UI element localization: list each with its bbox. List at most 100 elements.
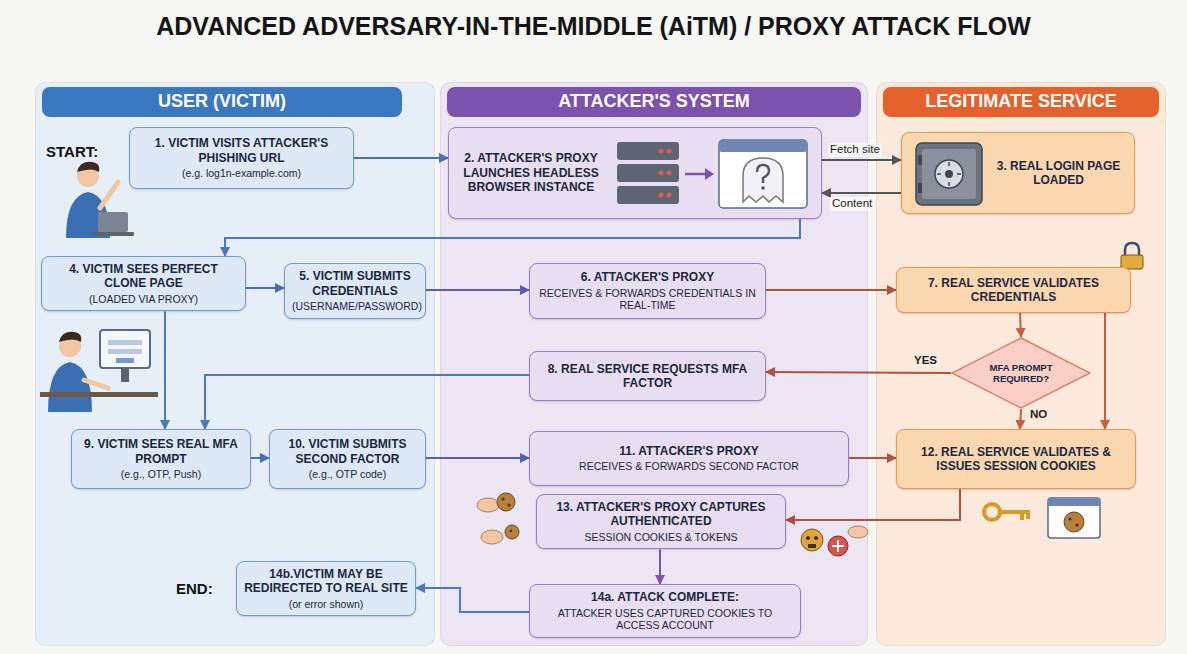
skull-hand-icons bbox=[814, 536, 818, 540]
flow-arrow bbox=[1104, 313, 1106, 429]
padlock-icon bbox=[1121, 243, 1143, 269]
user-desk-figure bbox=[84, 380, 108, 388]
session-key-cookie bbox=[1069, 518, 1072, 521]
server-browser-icon bbox=[719, 140, 807, 152]
skull-hand-icons bbox=[828, 536, 848, 556]
process-box: 14a. ATTACK COMPLETE:ATTACKER USES CAPTU… bbox=[529, 584, 801, 638]
process-box: 8. REAL SERVICE REQUESTS MFA FACTOR bbox=[529, 351, 766, 401]
server-browser-icon bbox=[757, 165, 769, 183]
flow-arrow bbox=[822, 192, 901, 194]
box-heading: 9. VICTIM SEES REAL MFA PROMPT bbox=[79, 437, 243, 466]
user-laptop-figure bbox=[66, 162, 134, 238]
flow-arrow bbox=[849, 457, 896, 459]
user-desk-figure bbox=[108, 349, 142, 354]
swimlane: ATTACKER'S SYSTEM2. ATTACKER'S PROXY LAU… bbox=[440, 82, 868, 646]
session-key-cookie bbox=[1000, 512, 1030, 520]
flow-arrow bbox=[659, 549, 661, 584]
box-heading: 4. VICTIM SEES PERFECT CLONE PAGE bbox=[49, 262, 238, 291]
skull-hand-icons bbox=[848, 526, 868, 538]
box-subtext: (e.g., OTP code) bbox=[277, 468, 418, 481]
server-browser-icon bbox=[667, 193, 672, 198]
box-heading: 5. VICTIM SUBMITS CREDENTIALS bbox=[292, 269, 418, 298]
safe-icon bbox=[945, 170, 953, 178]
process-box: 14b.VICTIM MAY BE REDIRECTED TO REAL SIT… bbox=[236, 561, 416, 616]
decision-diamond: MFA PROMPT REQUIRED? bbox=[951, 337, 1091, 409]
user-desk-figure bbox=[59, 332, 81, 342]
box-heading: MFA PROMPT REQUIRED? bbox=[984, 362, 1058, 385]
server-browser-icon bbox=[659, 149, 664, 154]
flow-arrow bbox=[786, 489, 960, 520]
edge-label: Fetch site bbox=[828, 143, 882, 157]
box-subtext: (e.g. log1n-example.com) bbox=[137, 167, 346, 180]
stolen-cookie-hands bbox=[505, 525, 519, 539]
flow-arrow bbox=[251, 457, 269, 459]
process-box: 2. ATTACKER'S PROXY LAUNCHES HEADLESS BR… bbox=[448, 127, 822, 219]
process-box: 10. VICTIM SUBMITS SECOND FACTOR(e.g., O… bbox=[269, 429, 426, 489]
process-box: 3. REAL LOGIN PAGE LOADED bbox=[901, 132, 1135, 214]
user-desk-figure bbox=[48, 362, 92, 412]
safe-icon bbox=[918, 155, 922, 165]
process-box: 6. ATTACKER'S PROXY RECEIVES & FORWARDS C… bbox=[529, 263, 766, 319]
box-heading: 1. VICTIM VISITS ATTACKER'S PHISHING URL bbox=[137, 136, 346, 165]
stolen-cookie-hands bbox=[481, 530, 503, 544]
server-browser-icon bbox=[617, 142, 679, 160]
diamond-shape bbox=[952, 338, 1090, 408]
skull-hand-icons bbox=[801, 526, 868, 556]
process-box: 7. REAL SERVICE VALIDATES CREDENTIALS bbox=[896, 267, 1131, 313]
flow-arrow bbox=[1020, 409, 1021, 429]
process-box: 5. VICTIM SUBMITS CREDENTIALS(USERNAME/P… bbox=[284, 263, 426, 319]
server-browser-icon bbox=[659, 171, 664, 176]
user-laptop-figure bbox=[92, 232, 134, 236]
box-heading: 7. REAL SERVICE VALIDATES CREDENTIALS bbox=[904, 276, 1123, 305]
user-laptop-figure bbox=[98, 212, 128, 232]
session-key-cookie bbox=[1048, 498, 1100, 538]
process-box: 4. VICTIM SEES PERFECT CLONE PAGE (LOADED… bbox=[41, 256, 246, 311]
flow-arrow bbox=[354, 157, 448, 159]
flow-arrow bbox=[426, 457, 529, 459]
session-key-cookie bbox=[1048, 498, 1100, 506]
box-subtext: (LOADED VIA PROXY) bbox=[49, 293, 238, 306]
session-key-cookie bbox=[1064, 512, 1084, 532]
session-key-cookie bbox=[1076, 524, 1079, 527]
box-subtext: RECEIVES & FORWARDS CREDENTIALS IN REAL-… bbox=[537, 287, 758, 312]
skull-hand-icons bbox=[832, 540, 844, 552]
flow-arrow bbox=[416, 588, 529, 612]
box-heading: 11. ATTACKER'S PROXY bbox=[537, 444, 841, 458]
flow-arrow bbox=[205, 375, 529, 429]
safe-icon bbox=[922, 149, 976, 199]
server-browser-icon bbox=[667, 149, 672, 154]
server-browser-icon bbox=[743, 158, 783, 202]
user-desk-figure bbox=[116, 358, 134, 363]
flow-arrow bbox=[164, 311, 166, 429]
flow-arrow bbox=[225, 219, 800, 256]
process-box: 1. VICTIM VISITS ATTACKER'S PHISHING URL… bbox=[129, 127, 354, 189]
server-browser-icon bbox=[659, 193, 664, 198]
user-desk-figure bbox=[100, 330, 150, 368]
box-heading: 2. ATTACKER'S PROXY LAUNCHES HEADLESS BR… bbox=[456, 151, 606, 194]
box-subtext: RECEIVES & FORWARDS SECOND FACTOR bbox=[537, 460, 841, 473]
stolen-cookie-hands bbox=[477, 493, 519, 544]
flow-arrow bbox=[766, 289, 896, 291]
user-desk-figure bbox=[40, 392, 158, 397]
box-heading: 13. ATTACKER'S PROXY CAPTURES AUTHENTICA… bbox=[544, 500, 778, 529]
safe-icon bbox=[937, 162, 961, 186]
lane-header: LEGITIMATE SERVICE bbox=[883, 87, 1159, 117]
stolen-cookie-hands bbox=[477, 498, 499, 512]
process-box: 11. ATTACKER'S PROXY RECEIVES & FORWARDS … bbox=[529, 431, 849, 486]
safe-icon bbox=[902, 133, 1132, 215]
server-browser-icon bbox=[667, 171, 672, 176]
server-browser-icon bbox=[705, 168, 714, 180]
flow-arrow bbox=[1020, 313, 1021, 337]
safe-icon bbox=[916, 143, 982, 205]
box-subtext: (e.g., OTP, Push) bbox=[79, 468, 243, 481]
box-heading: 6. ATTACKER'S PROXY bbox=[537, 270, 758, 284]
box-heading: USER (VICTIM) bbox=[158, 91, 286, 113]
flow-arrow bbox=[766, 372, 951, 373]
skull-hand-icons bbox=[806, 536, 810, 540]
box-heading: 12. REAL SERVICE VALIDATES & ISSUES SESS… bbox=[904, 445, 1128, 474]
safe-icon bbox=[935, 160, 963, 188]
stolen-cookie-hands bbox=[497, 493, 515, 511]
process-box: 12. REAL SERVICE VALIDATES & ISSUES SESS… bbox=[896, 429, 1136, 489]
safe-icon bbox=[918, 183, 922, 193]
